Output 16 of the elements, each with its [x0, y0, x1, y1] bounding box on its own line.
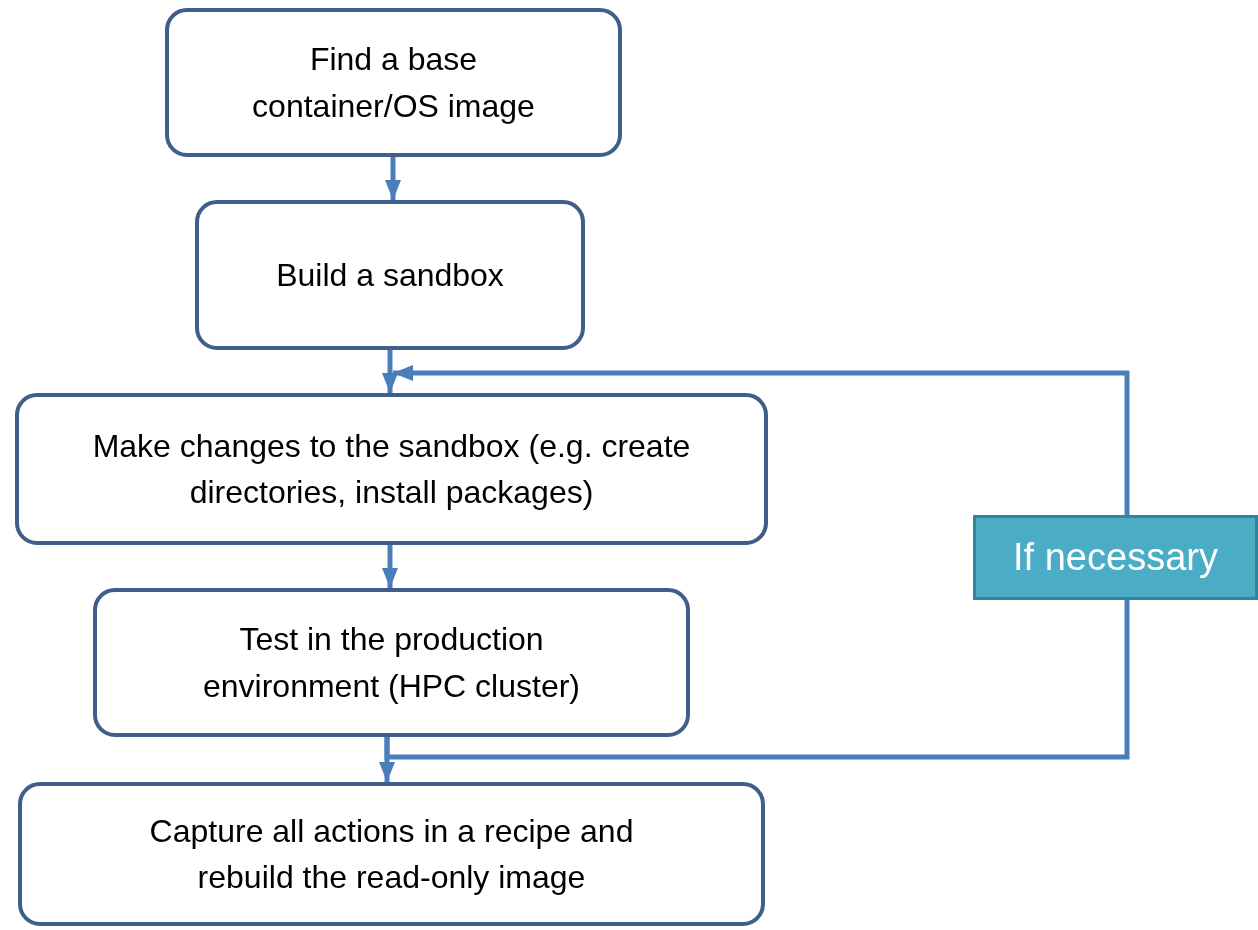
step-label: Capture all actions in a recipe and rebuild the read-only image [148, 811, 635, 897]
step-label: Find a base container/OS image [251, 40, 536, 126]
process-box [18, 782, 765, 926]
arrow [382, 350, 398, 393]
step-label: Test in the production environment (HPC cluster) [202, 620, 581, 706]
process-box [165, 8, 622, 157]
label-box [973, 515, 1258, 600]
process-box [15, 393, 768, 545]
step-label: Build a sandbox [276, 255, 504, 295]
step-label: If necessary [1013, 534, 1218, 580]
arrow [385, 157, 401, 200]
arrow [393, 365, 1130, 515]
arrow [382, 545, 398, 588]
process-box [93, 588, 690, 737]
process-box [195, 200, 585, 350]
step-label: Make changes to the sandbox (e.g. create directories, install packages) [91, 426, 692, 512]
